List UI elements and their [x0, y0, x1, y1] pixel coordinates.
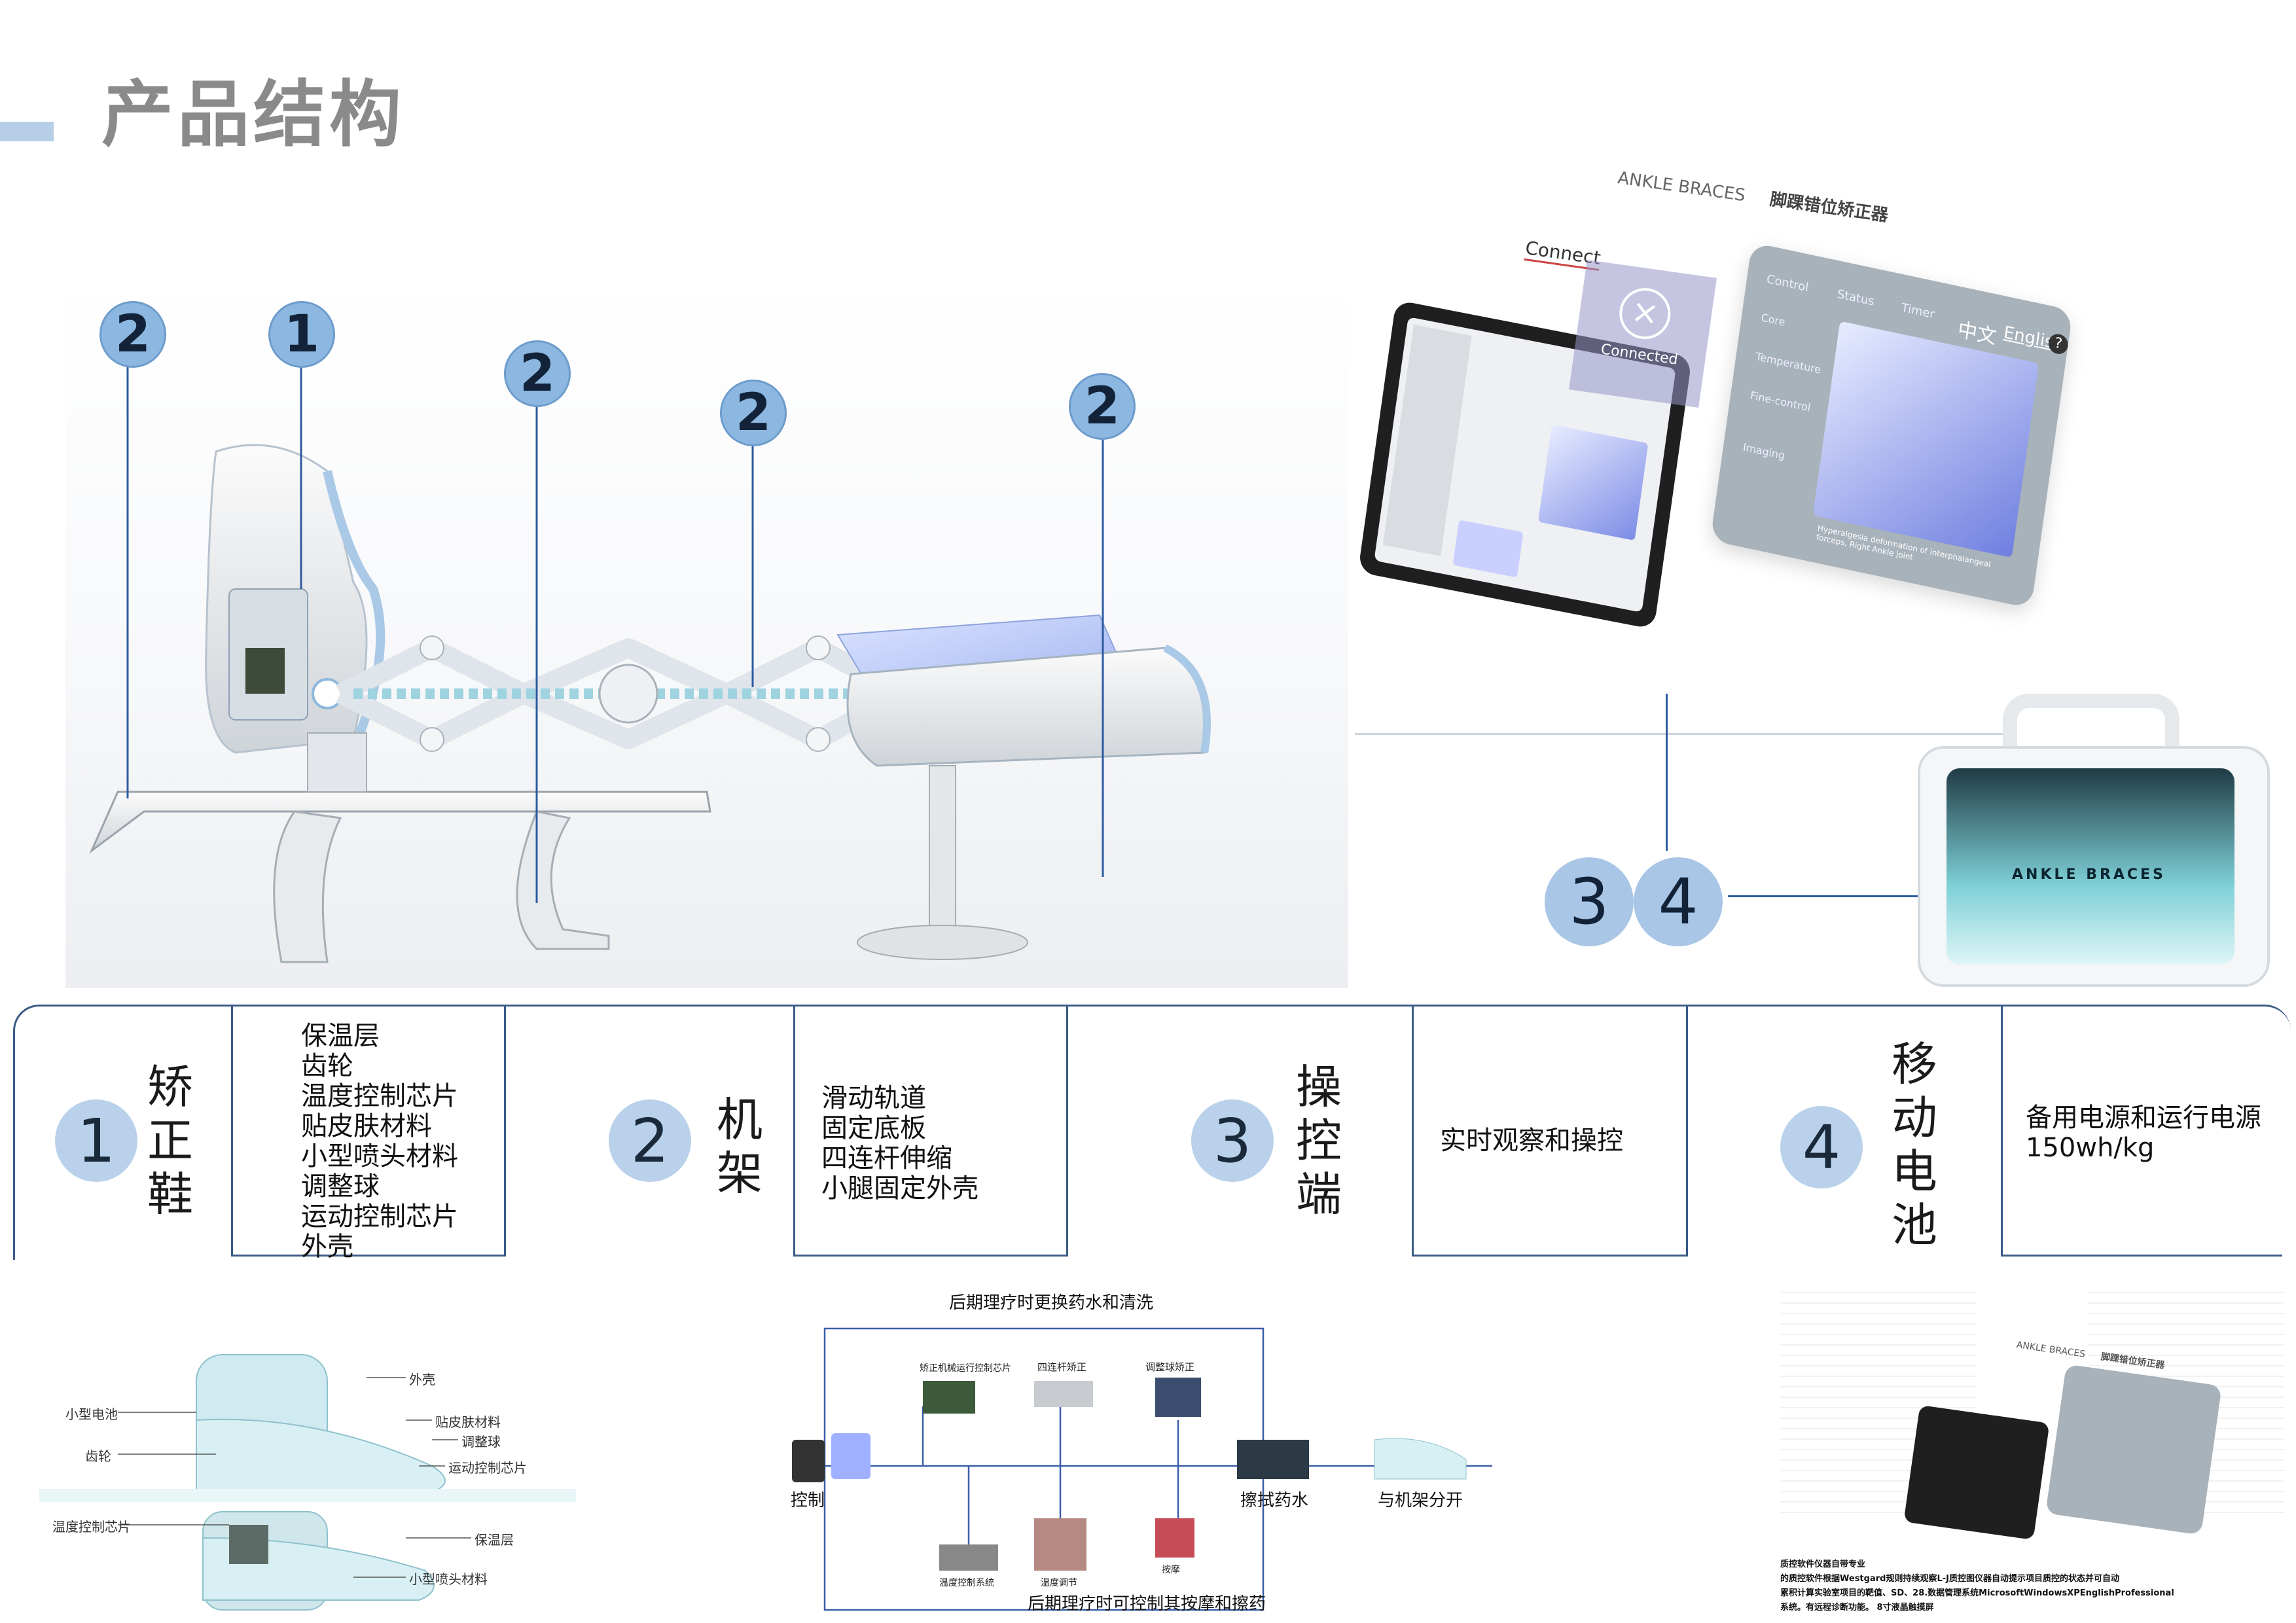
menu-temperature[interactable]: Temperature [1755, 349, 1822, 376]
flow-top-caption: 后期理疗时更换药水和清洗 [949, 1293, 1154, 1313]
callout-3: 3 [1545, 857, 1634, 946]
section-2-box [793, 1005, 1068, 1257]
label-adjust-ball: 调整球 [461, 1434, 501, 1450]
section-2-number: 2 [609, 1099, 691, 1182]
label-shell: 外壳 [409, 1372, 435, 1387]
tablet-ui-mockup: ANKLE BRACES 脚踝错位矫正器 Connect 中文 English … [1357, 168, 2094, 630]
flow-apply-label: 擦拭药水 [1240, 1491, 1309, 1510]
tablet-brand-label: ANKLE BRACES 脚踝错位矫正器 [1616, 164, 1890, 226]
brand-text: ANKLE BRACES [1616, 168, 1747, 206]
section-3-items: 实时观察和操控 [1440, 1126, 1623, 1156]
callout-4: 4 [1634, 857, 1723, 946]
case-brand-label: ANKLE BRACES [2012, 866, 2166, 883]
section-2-items: 滑动轨道 固定底板 四连杆伸缩 小腿固定外壳 [821, 1083, 978, 1204]
callout-2-leg-holder: 2 [1069, 373, 1136, 440]
section-4-box [2001, 1005, 2282, 1257]
menu-timer[interactable]: Timer [1900, 300, 1936, 322]
callout-1-shoe: 1 [268, 301, 335, 368]
flow-bottom-caption: 后期理疗时可控制其按摩和擦药 [1028, 1594, 1266, 1614]
ankle-brace-render [89, 334, 1211, 963]
title-accent-bar [0, 122, 54, 141]
flow-separate-label: 与机架分开 [1378, 1491, 1463, 1510]
flow-control-label: 控制 [791, 1491, 825, 1510]
control-panel-screen: 中文 English ? Control Status Timer Core T… [1710, 242, 2073, 609]
section-1-box [231, 1005, 506, 1257]
label-small-battery: 小型电池 [65, 1406, 118, 1422]
section-3-box [1412, 1005, 1688, 1257]
product-name-cn: 脚踝错位矫正器 [1768, 189, 1890, 226]
tablet-xray-thumb [1538, 424, 1649, 541]
section-3-title: 操控端 [1296, 1060, 1342, 1221]
section-3-number: 3 [1191, 1099, 1274, 1182]
note-line-4: 系统。有远程诊断功能。 8寸液晶触摸屏 [1780, 1603, 1934, 1613]
label-insulation: 保温层 [475, 1532, 514, 1548]
section-1-items: 保温层 齿轮 温度控制芯片 贴皮肤材料 小型喷头材料 调整球 运动控制芯片 外壳 [301, 1021, 458, 1262]
shoe-exploded-diagram: 外壳 贴皮肤材料 调整球 运动控制芯片 保温层 小型喷头材料 小型电池 齿轮 温… [39, 1342, 576, 1616]
node-linkage: 四连杆矫正 [1037, 1361, 1087, 1373]
menu-imaging[interactable]: Imaging [1742, 440, 1786, 462]
label-gear: 齿轮 [85, 1448, 111, 1464]
case-window [1946, 768, 2234, 965]
note-line-2: 的质控软件根据Westgard规则持续观察L-J质控图仪器自动提示项目质控的状态… [1780, 1574, 2119, 1584]
callout-2-base: 2 [99, 301, 166, 368]
section-1-title: 矫正鞋 [147, 1060, 193, 1221]
section-4-items: 备用电源和运行电源 150wh/kg [2026, 1103, 2261, 1163]
section-2-title: 机架 [717, 1093, 762, 1200]
product-render-scene [65, 281, 1348, 988]
shoe-exploded-svg [39, 1354, 576, 1611]
divider-line [1355, 733, 2009, 735]
case-body: ANKLE BRACES [1918, 746, 2270, 987]
tablet-thumb-small [1452, 520, 1524, 578]
page-title: 产品结构 [101, 73, 405, 156]
node-temp-adjust: 温度调节 [1041, 1578, 1077, 1588]
node-motion-chip: 矫正机械运行控制芯片 [920, 1363, 1011, 1374]
note-line-3: 累积计算实验室项目的靶值、SD、28.数据管理系统MicrosoftWindow… [1780, 1588, 2174, 1598]
menu-core[interactable]: Core [1760, 311, 1786, 329]
connected-status: Connected [1600, 341, 1679, 368]
xray-image [1812, 321, 2039, 558]
connected-overlay: × Connected [1569, 260, 1717, 408]
spec-panel-frame [13, 1005, 2291, 1260]
label-skin-material: 贴皮肤材料 [435, 1414, 501, 1430]
section-4-number: 4 [1780, 1106, 1863, 1188]
software-note: ANKLE BRACES 脚踝错位矫正器 质控软件仪器自带专业 的质控软件根据W… [1780, 1283, 2284, 1616]
mini-tablet [1903, 1404, 2050, 1541]
label-temp-chip: 温度控制芯片 [52, 1519, 131, 1535]
lang-cn-button[interactable]: 中文 [1956, 318, 1998, 349]
mini-control-panel [2045, 1364, 2222, 1535]
battery-case-render: ANKLE BRACES [1918, 694, 2270, 987]
node-massage: 按摩 [1162, 1565, 1180, 1575]
close-icon[interactable]: × [1616, 285, 1674, 343]
label-motion-chip: 运动控制芯片 [448, 1460, 527, 1476]
menu-status[interactable]: Status [1836, 287, 1875, 309]
software-note-text: 质控软件仪器自带专业 的质控软件根据Westgard规则持续观察L-J质控图仪器… [1780, 1558, 2284, 1615]
note-line-1: 质控软件仪器自带专业 [1780, 1560, 1866, 1569]
node-adjust-ball: 调整球矫正 [1145, 1361, 1195, 1373]
menu-control[interactable]: Control [1765, 272, 1810, 295]
node-temp-system: 温度控制系统 [939, 1578, 994, 1588]
tablet-sidebar [1382, 324, 1472, 556]
section-4-title: 移动电池 [1892, 1037, 1937, 1252]
callout-line-3 [1666, 694, 1668, 851]
callout-line-4 [1728, 895, 1924, 897]
label-nozzle-material: 小型喷头材料 [409, 1571, 488, 1587]
menu-fine-control[interactable]: Fine-control [1749, 389, 1812, 414]
section-1-number: 1 [55, 1099, 137, 1182]
control-flow-diagram: 后期理疗时更换药水和清洗 矫正机械运行控制芯片 四连杆矫正 调整球矫正 温度控制… [772, 1283, 1512, 1616]
mini-brand-text: ANKLE BRACES [2015, 1340, 2086, 1360]
callout-2-support: 2 [504, 340, 571, 407]
flow-lines-svg [792, 1327, 1492, 1611]
callout-2-linkage: 2 [720, 380, 787, 446]
